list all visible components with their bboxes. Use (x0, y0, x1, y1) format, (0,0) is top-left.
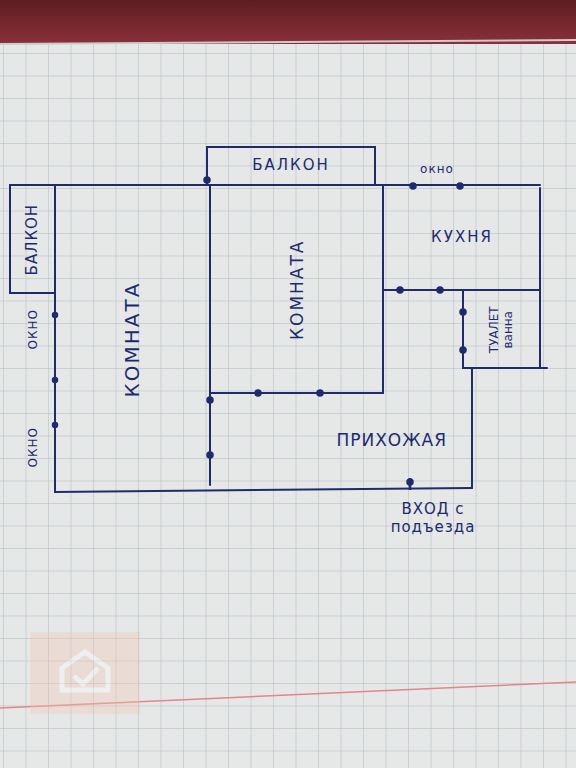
window-label: ОКНО (26, 422, 40, 472)
room: КОМНАТА (57, 187, 209, 491)
entrance-label: ВХОД с подъезда (378, 500, 488, 536)
room: КОМНАТА (212, 187, 382, 392)
walls (10, 147, 547, 492)
door-window-marks (53, 178, 466, 491)
room-name: БАЛКОН (24, 204, 41, 276)
room-name: ТУАЛЕТ ванна (488, 301, 516, 359)
room-name: КОМНАТА (121, 281, 144, 397)
hallway-room: ПРИХОЖАЯ (212, 395, 471, 487)
kitchen-room: КУХНЯ (385, 187, 539, 289)
bathroom-room: ТУАЛЕТ ванна (464, 292, 539, 367)
fabric (0, 0, 576, 44)
room-name: ПРИХОЖАЯ (336, 431, 447, 451)
grid (0, 40, 576, 768)
window-label: окно (412, 162, 462, 176)
room-name: БАЛКОН (252, 157, 330, 174)
room-name: КУХНЯ (431, 229, 493, 246)
window-label: ОКНО (26, 304, 40, 354)
balcony-room: БАЛКОН (12, 187, 54, 292)
balcony-room: БАЛКОН (207, 149, 375, 183)
watermark-logo (30, 632, 140, 714)
paper-edge (0, 40, 576, 44)
room-name: КОМНАТА (287, 239, 307, 340)
